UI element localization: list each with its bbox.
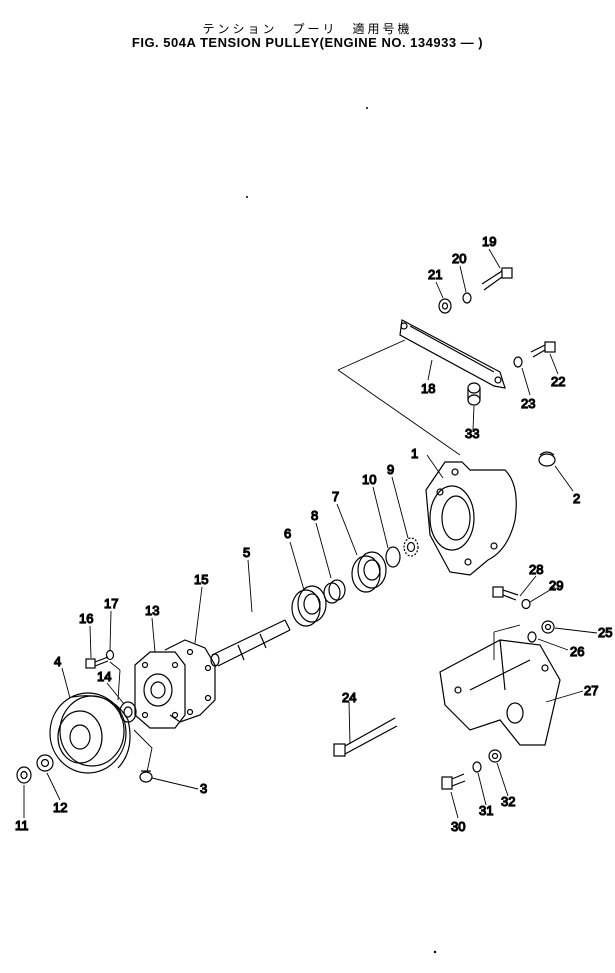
housing-part-1 <box>425 461 517 576</box>
bolt-part-24 <box>333 717 398 757</box>
nut-part-11 <box>16 766 32 784</box>
callout-15: 15 <box>194 572 208 587</box>
washer-part-29 <box>521 598 531 610</box>
callout-10: 10 <box>362 472 376 487</box>
link-part-18 <box>399 319 506 389</box>
callout-7: 7 <box>332 489 339 504</box>
bolt-part-16 <box>85 656 109 669</box>
callout-8: 8 <box>311 508 318 523</box>
scan-specks <box>246 107 437 954</box>
nut-part-21 <box>438 298 452 314</box>
callout-18: 18 <box>421 381 435 396</box>
collar-part-33 <box>467 382 481 406</box>
callout-19: 19 <box>482 234 496 249</box>
nut-part-25 <box>541 620 555 634</box>
callout-20: 20 <box>452 251 466 266</box>
callout-22: 22 <box>551 374 565 389</box>
bearing-part-7 <box>351 551 387 593</box>
hub-part-13 <box>134 651 186 729</box>
callout-6: 6 <box>284 526 291 541</box>
bolt-part-22 <box>530 341 556 358</box>
callout-13: 13 <box>145 603 159 618</box>
washer-part-31 <box>472 761 482 773</box>
callout-numbers: 1 2 3 4 5 6 7 8 9 10 11 12 13 14 15 16 1… <box>14 233 613 834</box>
callout-16: 16 <box>79 611 93 626</box>
nut-part-32 <box>488 749 502 763</box>
spacer-part-8 <box>323 579 346 604</box>
bolt-part-28 <box>492 586 519 601</box>
flange-part-15 <box>164 639 216 723</box>
lock-nut-part-9 <box>403 537 419 557</box>
callout-4: 4 <box>54 654 61 669</box>
callout-9: 9 <box>387 462 394 477</box>
snap-ring-part-10 <box>385 546 401 568</box>
washer-part-20 <box>462 292 472 304</box>
plug-part-2 <box>538 451 556 467</box>
callout-12: 12 <box>53 800 67 815</box>
callout-1: 1 <box>411 446 418 461</box>
washer-part-23 <box>513 356 523 368</box>
grease-nipple-part-3 <box>139 770 153 783</box>
bearing-part-6 <box>291 585 327 627</box>
callout-25: 25 <box>598 625 612 640</box>
callout-3: 3 <box>200 781 207 796</box>
callout-29: 29 <box>549 578 563 593</box>
callout-2: 2 <box>573 491 580 506</box>
callout-27: 27 <box>584 683 598 698</box>
washer-part-17 <box>105 649 115 661</box>
bolt-part-19 <box>481 267 513 291</box>
figure-title: FIG. 504A TENSION PULLEY(ENGINE NO. 1349… <box>131 35 484 50</box>
pulley-part-4 <box>49 692 131 774</box>
callout-14: 14 <box>97 669 111 684</box>
figure-title-japanese: テンション プーリ 適用号機 <box>202 22 413 36</box>
callout-24: 24 <box>342 690 356 705</box>
washer-part-26 <box>527 631 537 643</box>
assembly-guide-lines <box>109 339 521 773</box>
callout-21: 21 <box>428 267 442 282</box>
callout-28: 28 <box>529 562 543 577</box>
callout-26: 26 <box>570 644 584 659</box>
bracket-part-27 <box>439 639 561 746</box>
callout-30: 30 <box>451 819 465 834</box>
washer-part-12 <box>36 754 54 772</box>
callout-32: 32 <box>501 794 515 809</box>
callout-33: 33 <box>465 426 479 441</box>
callout-31: 31 <box>479 803 493 818</box>
callout-5: 5 <box>243 545 250 560</box>
callout-11: 11 <box>15 818 29 833</box>
leader-lines <box>23 248 598 819</box>
callout-17: 17 <box>104 596 118 611</box>
bolt-part-30 <box>441 773 466 790</box>
shaft-part-5 <box>210 619 291 667</box>
bearing-part-14 <box>119 701 137 723</box>
callout-23: 23 <box>521 396 535 411</box>
